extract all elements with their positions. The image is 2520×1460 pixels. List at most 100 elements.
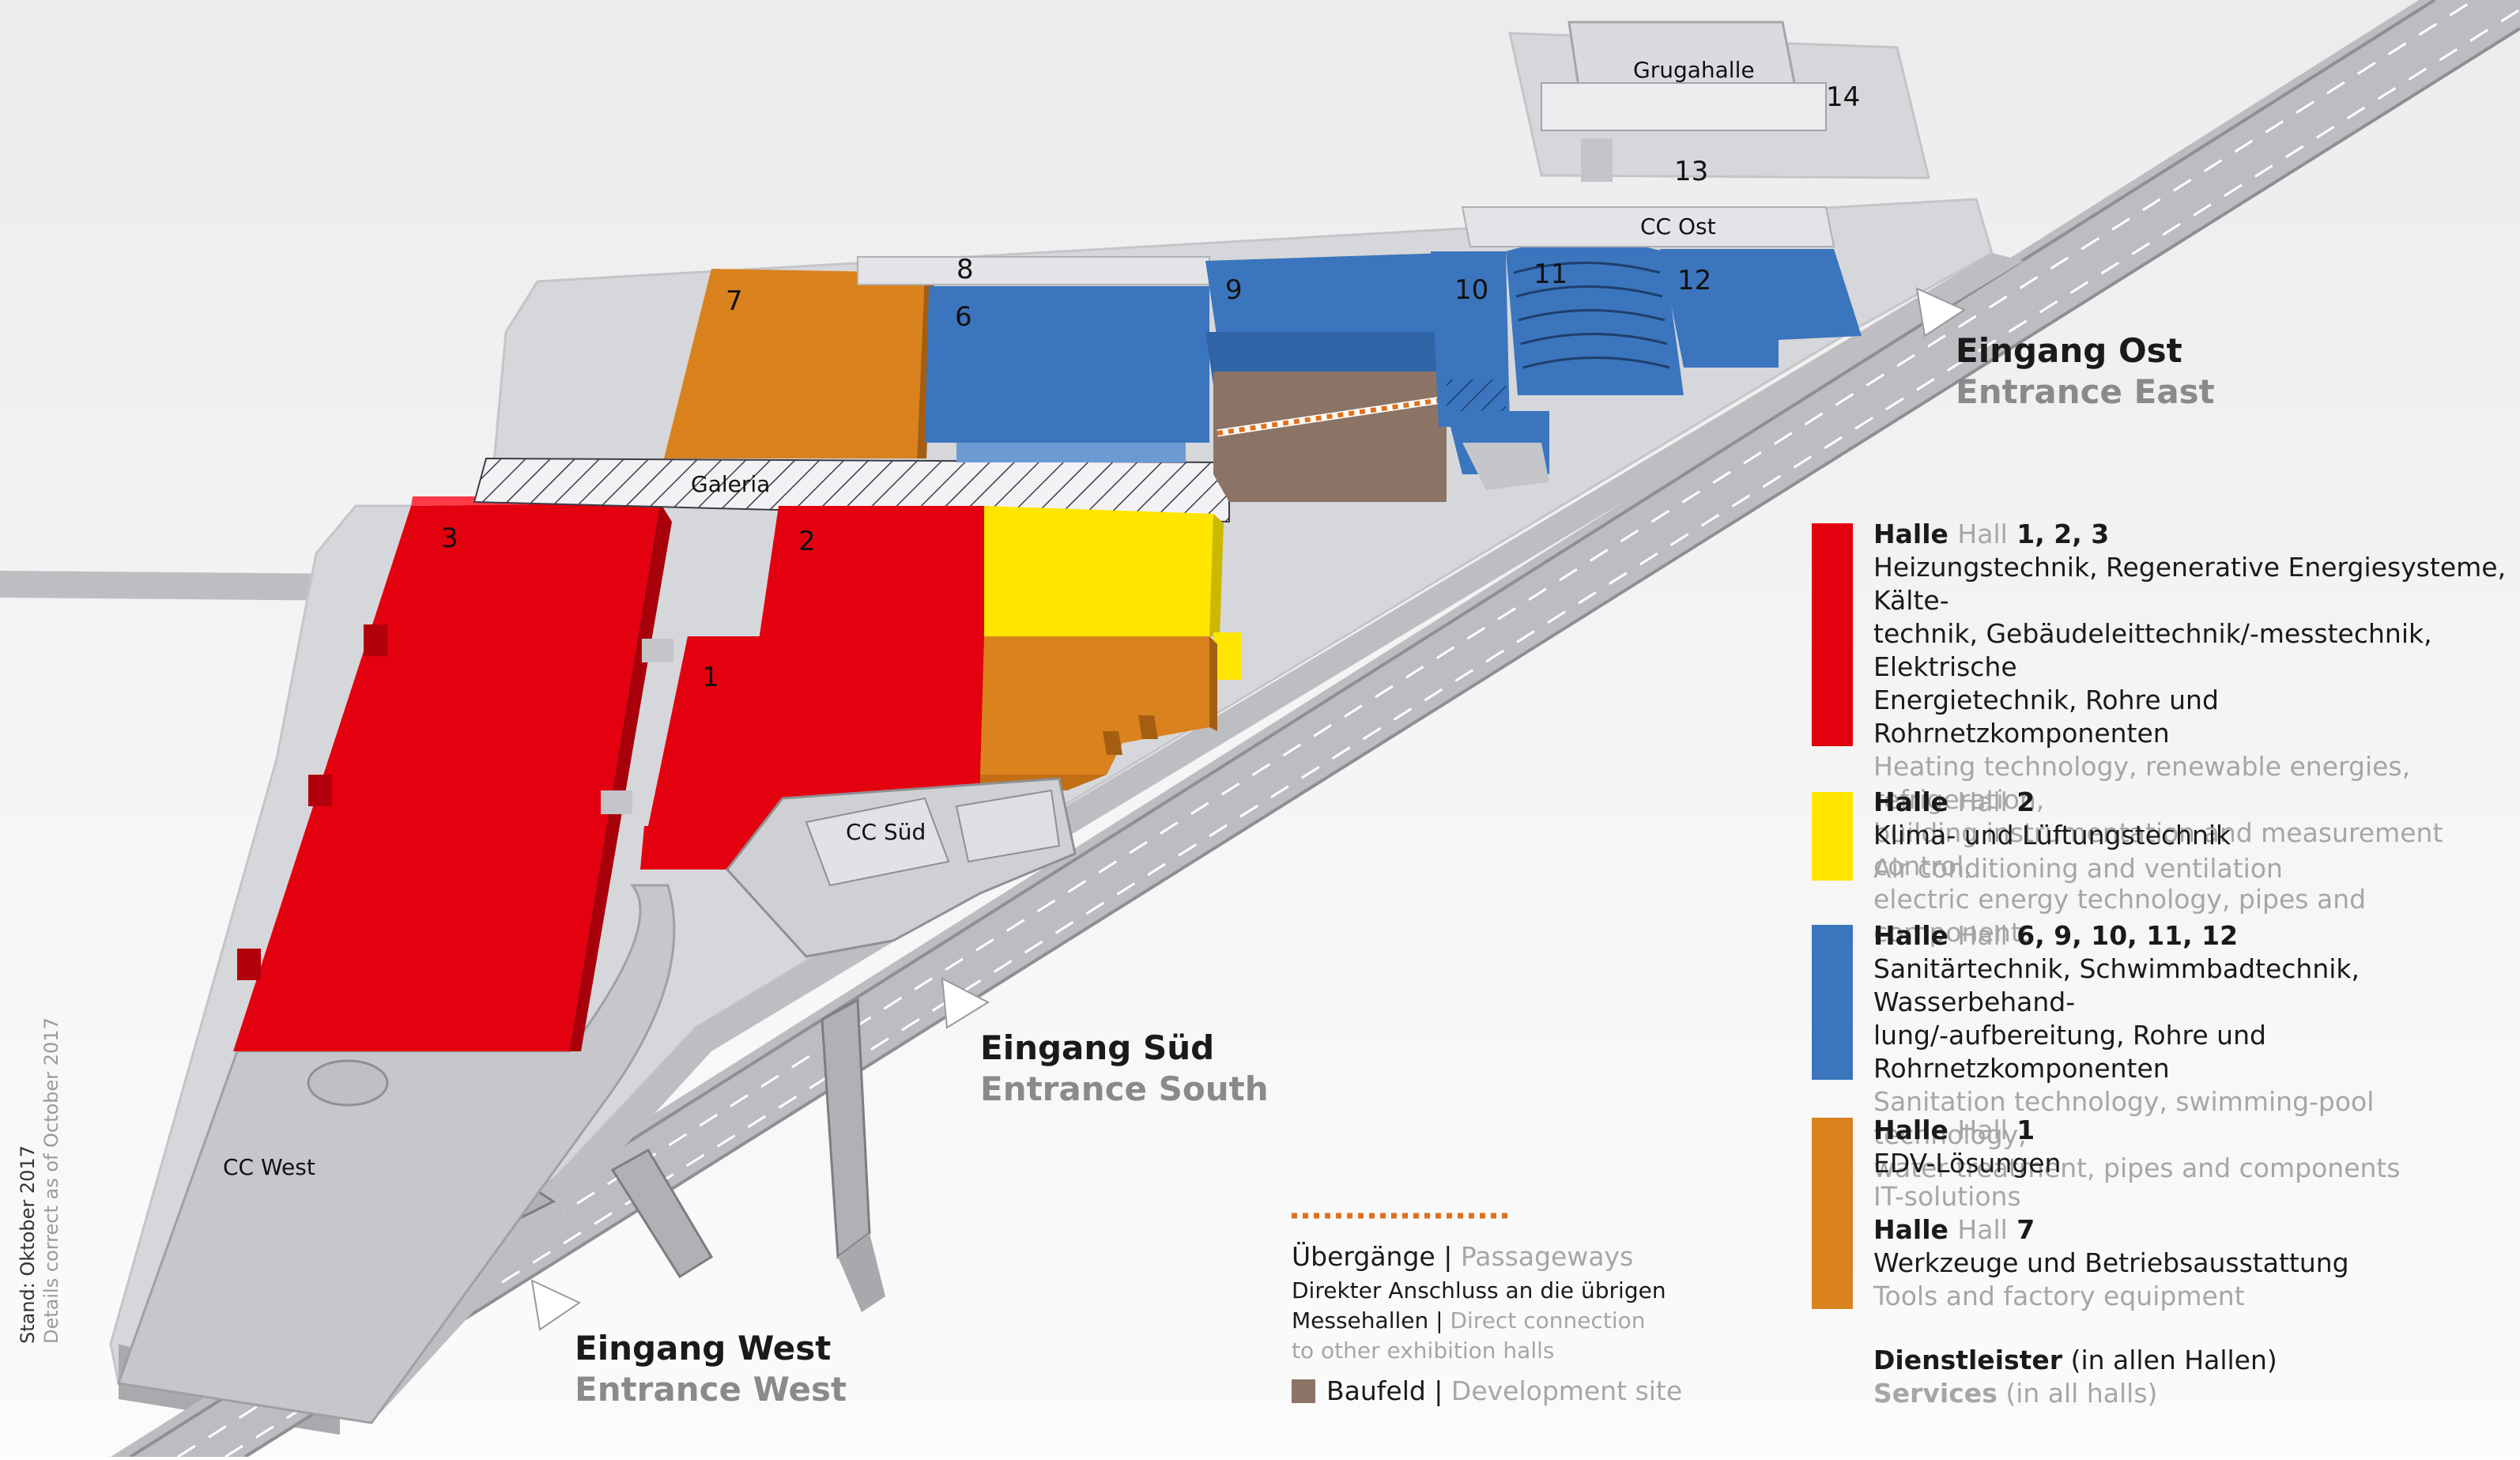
hall-3-annex-c (364, 624, 387, 656)
hall-10-hatch (1447, 379, 1506, 411)
legend-passage: Übergänge | Passageways (1292, 1241, 1633, 1273)
legend-services: Dienstleister (in allen Hallen) Services… (1873, 1344, 2277, 1410)
hall-9 (1205, 253, 1447, 340)
legend-orange: Halle Hall 1 EDV-Lösungen IT-solutions H… (1873, 1114, 2349, 1313)
hall-1-step-a (1103, 731, 1122, 755)
legend-orange-b-halle: Halle (1873, 1214, 1948, 1245)
legend-orange-b-hall: Hall (1957, 1214, 2008, 1245)
legend-red-en-1: Heating technology, renewable energies, … (1873, 751, 2411, 815)
label-cc-ost: CC Ost (1640, 213, 1716, 240)
hall-2-yellow-annex (1213, 632, 1241, 680)
passage-line (1217, 397, 1447, 436)
hall-12 (1660, 249, 1862, 368)
hall-8 (857, 256, 1210, 285)
connector-2 (601, 790, 632, 814)
road-west (0, 571, 356, 601)
hall-7 (664, 269, 925, 458)
hall-11-roof-lines (1513, 262, 1670, 369)
hall-1-orange-side (1209, 636, 1217, 731)
legend-orange-b-numbers: 7 (2016, 1214, 2035, 1245)
hall-11 (1506, 240, 1684, 395)
label-hall-8: 8 (956, 254, 974, 285)
legend-passage-line2-en: Direct connection (1450, 1307, 1646, 1334)
legend-yellow-numbers: 2 (2016, 787, 2035, 817)
hall-6-front (956, 443, 1186, 462)
legend-blue-de-1: Sanitärtechnik, Schwimmbadtechnik, Wasse… (1873, 953, 2360, 1017)
legend-red-de-3: Energietechnik, Rohre und Rohrnetzkompon… (1873, 685, 2219, 749)
legend-red-de-1: Heizungstechnik, Regenerative Energiesys… (1873, 552, 2507, 616)
label-hall-7: 7 (726, 285, 743, 317)
label-hall-1: 1 (702, 662, 719, 693)
legend-blue-en-2: water treatment, pipes and components (1873, 1153, 2401, 1183)
legend-passage-line2-de: Messehallen | (1292, 1307, 1443, 1334)
label-hall-10: 10 (1454, 274, 1488, 306)
label-hall-14: 14 (1826, 81, 1860, 113)
legend-yellow-de: Klima- und Lüftungstechnik (1873, 820, 2231, 851)
legend-red-halle: Halle (1873, 519, 1948, 549)
legend-passage-de: Übergänge | (1292, 1241, 1453, 1272)
legend-passage-line1: Direkter Anschluss an die übrigen (1292, 1277, 1666, 1303)
legend-blue: Halle Hall 6, 9, 10, 11, 12 Sanitärtechn… (1873, 919, 2520, 1185)
legend-red-en-3: electric energy technology, pipes and co… (1873, 884, 2367, 948)
entrance-east-en: Entrance East (1956, 372, 2215, 411)
label-grugahalle: Grugahalle (1633, 57, 1755, 83)
highway-edge-2 (243, 27, 2520, 1458)
label-hall-13: 13 (1674, 156, 1708, 187)
access-road-2 (610, 1148, 714, 1279)
label-hall-6: 6 (955, 301, 972, 333)
entrance-east-de: Eingang Ost (1956, 331, 2182, 370)
grugahalle-stairs (1581, 138, 1613, 182)
cc-ost-building (1461, 206, 1835, 247)
legend-yellow-en: Air conditioning and ventilation (1873, 853, 2283, 884)
arrow-west (530, 1279, 582, 1331)
legend-red-en-2: building instrumentation and measurement… (1873, 817, 2443, 881)
legend-swatch-blue (1812, 925, 1853, 1080)
entrance-south-en: Entrance South (980, 1070, 1269, 1108)
highway-lane-2 (224, 8, 2520, 1458)
hall-3-annex-a (237, 949, 261, 980)
label-hall-9: 9 (1225, 274, 1243, 306)
legend-blue-de-2: lung/-aufbereitung, Rohre und Rohrnetzko… (1873, 1020, 2266, 1084)
stand-note: Stand: Oktober 2017 Details correct as o… (16, 1017, 63, 1344)
cc-sued-top (805, 797, 950, 887)
legend-baufeld-en: Development site (1451, 1375, 1683, 1406)
cc-west-roundel (307, 1059, 389, 1107)
label-cc-sued: CC Süd (846, 819, 926, 845)
label-cc-west: CC West (223, 1154, 315, 1180)
label-hall-3: 3 (441, 523, 458, 554)
legend-yellow-halle: Halle (1873, 787, 1948, 817)
legend-orange-a-de: EDV-Lösungen (1873, 1148, 2062, 1179)
arrow-east (1915, 287, 1967, 338)
entrance-south: Eingang Süd Entrance South (980, 1028, 1269, 1110)
hall-1 (648, 636, 988, 826)
entrance-east: Eingang Ost Entrance East (1956, 330, 2215, 413)
legend-orange-a-en: IT-solutions (1873, 1181, 2021, 1212)
hall-2-yellow-side (1209, 514, 1224, 636)
cc-sued-wing (955, 789, 1061, 863)
legend-blue-hall: Hall (1957, 920, 2008, 951)
legend-red-de-2: technik, Gebäudeleittechnik/-messtechnik… (1873, 618, 2432, 682)
stand-de: Stand: Oktober 2017 (17, 1145, 39, 1344)
entrance-south-de: Eingang Süd (980, 1028, 1215, 1067)
entrance-west-en: Entrance West (575, 1370, 847, 1409)
legend-yellow: Halle Hall 2 Klima- und Lüftungstechnik … (1873, 786, 2283, 885)
highway (111, 0, 2520, 1457)
grugahalle-base (1541, 82, 1827, 131)
legend-services-de: Dienstleister (1873, 1345, 2063, 1375)
label-hall-11: 11 (1534, 258, 1567, 290)
hall-6 (925, 286, 1209, 443)
entrance-west: Eingang West Entrance West (575, 1328, 847, 1410)
stand-en: Details correct as of October 2017 (40, 1017, 62, 1344)
legend-orange-a-hall: Hall (1957, 1115, 2008, 1145)
legend-blue-halle: Halle (1873, 920, 1948, 951)
legend-swatch-orange (1812, 1118, 1853, 1309)
cc-west-building (116, 884, 676, 1424)
legend-baufeld: Baufeld | Development site (1326, 1375, 1682, 1407)
legend-services-de-note: (in allen Hallen) (2070, 1345, 2277, 1375)
label-hall-12: 12 (1677, 265, 1711, 296)
legend-passage-line3: to other exhibition halls (1292, 1337, 1555, 1364)
legend-red-hall: Hall (1957, 519, 2008, 549)
legend-passage-en: Passageways (1460, 1241, 1634, 1272)
